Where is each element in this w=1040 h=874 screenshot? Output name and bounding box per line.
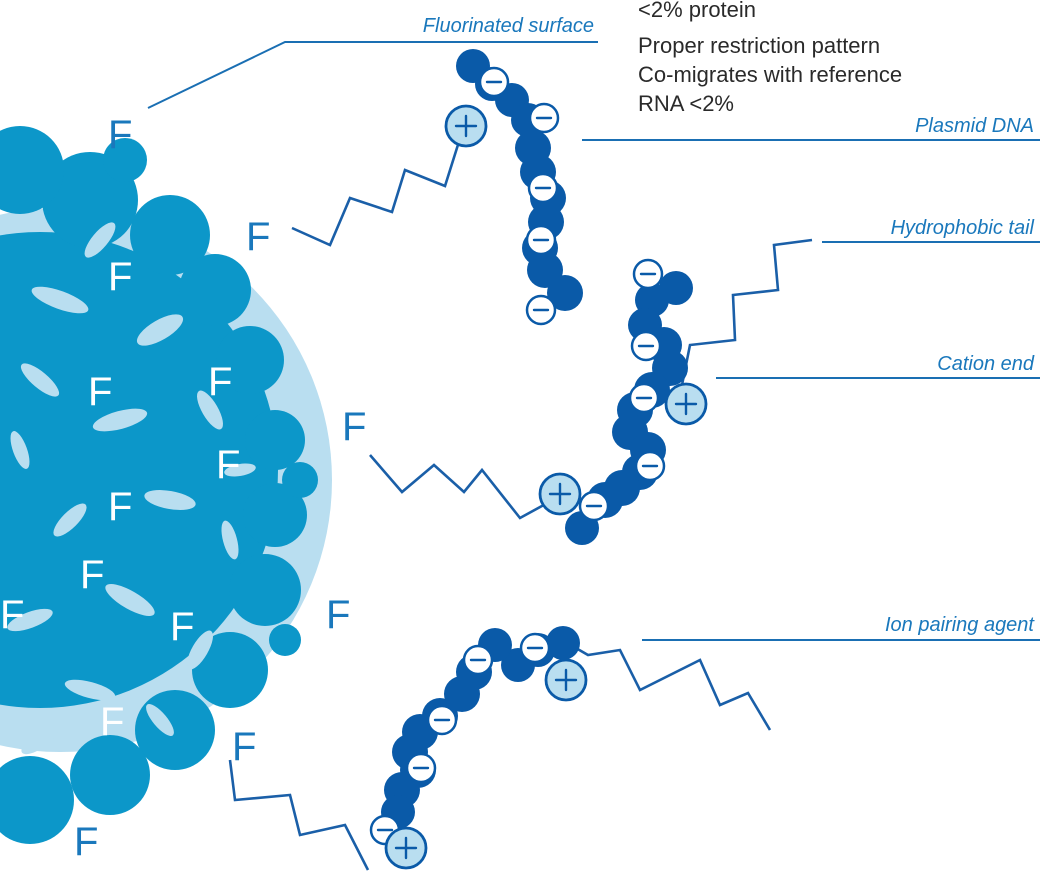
fluorine-label: F <box>100 700 124 744</box>
hydrophobic-chain <box>291 131 464 247</box>
hydrophobic-chain <box>678 238 813 396</box>
fluorine-label: F <box>326 593 350 637</box>
negative-charge-icon <box>630 330 662 362</box>
particle-fluorine-labels: F F F F F F F F F <box>0 255 240 744</box>
fluorine-label: F <box>232 725 256 769</box>
callout-labels: Fluorinated surface Plasmid DNA Hydropho… <box>423 15 1036 636</box>
fluorine-label: F <box>216 443 240 487</box>
negative-charge-icon <box>578 490 610 522</box>
fluorine-label: F <box>108 255 132 299</box>
spec-line: Proper restriction pattern <box>638 33 880 58</box>
fluorine-label: F <box>108 485 132 529</box>
hydrophobic-chain <box>228 759 370 871</box>
fluorine-label: F <box>0 593 24 637</box>
hydrophobic-chains <box>228 131 813 871</box>
fluorine-label: F <box>246 215 270 259</box>
fluorine-label: F <box>170 605 194 649</box>
label-ion-pairing-agent: Ion pairing agent <box>885 614 1035 636</box>
fluorine-label: F <box>74 820 98 864</box>
purity-specs: <2% protein Proper restriction pattern C… <box>638 0 902 116</box>
plasmid-dna-strand-1 <box>456 49 583 311</box>
negative-charge-icon <box>525 224 557 256</box>
label-plasmid-dna: Plasmid DNA <box>915 115 1034 137</box>
negative-charge-icon <box>462 644 494 676</box>
fluorine-label: F <box>88 370 112 414</box>
negative-charge-icon <box>528 102 560 134</box>
positive-charge-icon <box>664 382 708 426</box>
negative-charge-icon <box>632 258 664 290</box>
fluorine-label: F <box>342 405 366 449</box>
spec-line: <2% protein <box>638 0 756 22</box>
negative-charge-icon <box>527 172 559 204</box>
spec-line: RNA <2% <box>638 91 734 116</box>
particle-core <box>0 126 318 844</box>
label-fluorinated-surface: Fluorinated surface <box>423 15 594 37</box>
negative-charge-icon <box>405 752 437 784</box>
surface-fluorine-labels: F F F F F F <box>74 113 366 864</box>
negative-charge-icon <box>634 450 666 482</box>
positive-charge-icon <box>444 104 488 148</box>
fluorine-label: F <box>108 113 132 157</box>
positive-charge-icon <box>544 658 588 702</box>
fluorine-label: F <box>208 360 232 404</box>
particle-texture <box>7 222 256 755</box>
spec-line: Co-migrates with reference <box>638 62 902 87</box>
label-cation-end: Cation end <box>937 353 1035 375</box>
label-hydrophobic-tail: Hydrophobic tail <box>891 217 1035 239</box>
negative-charge-icon <box>426 704 458 736</box>
leader-fluorinated-surface <box>147 41 598 109</box>
fluorinated-particle: F F F F F F F F F <box>0 126 332 844</box>
positive-charge-icon <box>538 472 582 516</box>
cation-ends <box>384 104 708 870</box>
negative-charge-icon <box>519 632 551 664</box>
fluorine-label: F <box>80 553 104 597</box>
hydrophobic-chain <box>561 638 772 731</box>
positive-charge-icon <box>384 826 428 870</box>
negative-charge-icon <box>628 382 660 414</box>
callout-leaders <box>147 41 1040 641</box>
negative-charge-icon <box>525 294 557 326</box>
hydrophobic-chain <box>369 454 563 520</box>
negative-charge-icon <box>478 66 510 98</box>
